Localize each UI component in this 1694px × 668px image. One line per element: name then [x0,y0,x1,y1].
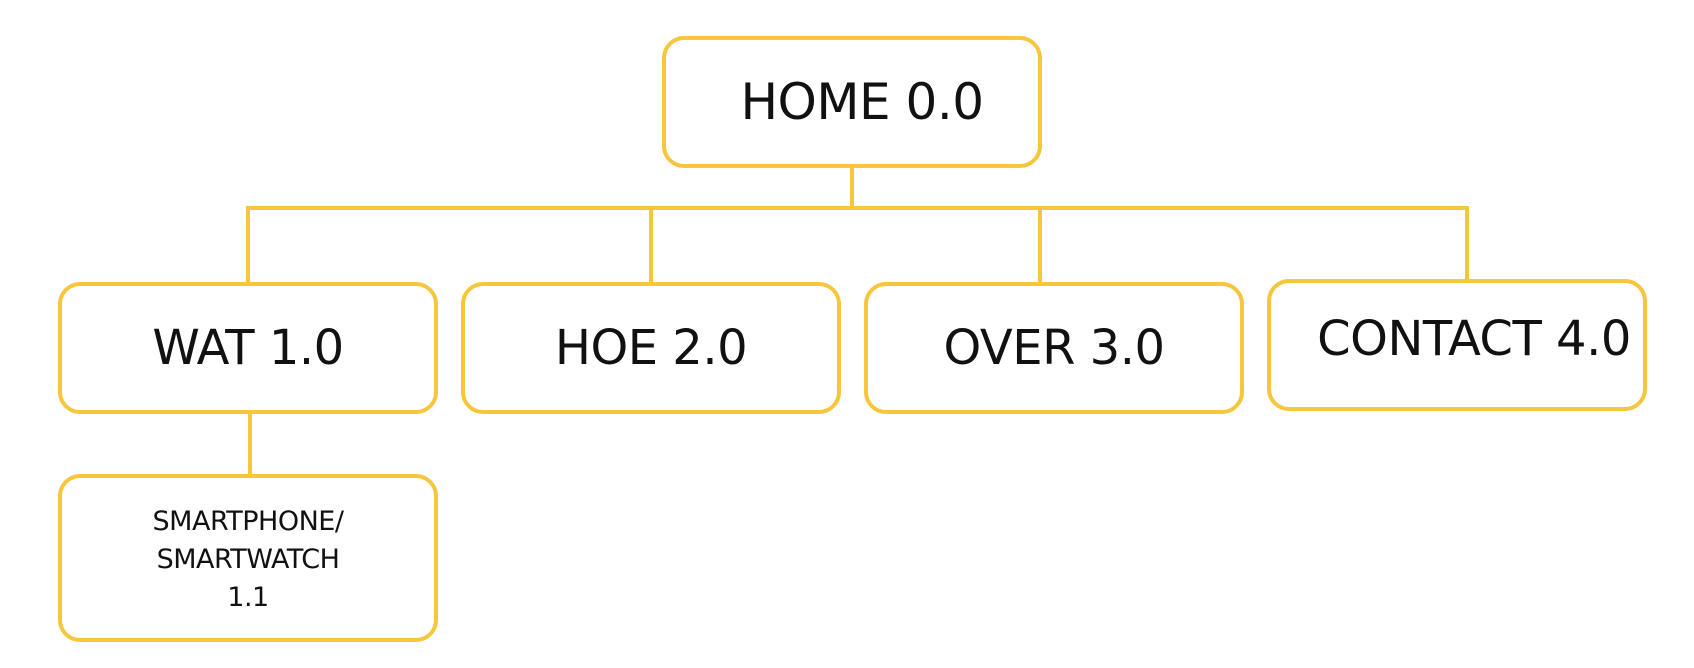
node-hoe: HOE 2.0 [461,282,841,414]
node-over: OVER 3.0 [864,282,1244,414]
node-smartphone-smartwatch: SMARTPHONE/ SMARTWATCH 1.1 [58,474,438,642]
node-hoe-label: HOE 2.0 [554,320,748,376]
node-contact-label: CONTACT 4.0 [1317,311,1631,367]
node-wat: WAT 1.0 [58,282,438,414]
node-home-label: HOME 0.0 [740,73,984,131]
node-wat-label: WAT 1.0 [152,320,344,376]
node-smartphone-smartwatch-label: SMARTPHONE/ SMARTWATCH 1.1 [152,506,344,613]
node-contact: CONTACT 4.0 [1267,279,1647,411]
node-over-label: OVER 3.0 [943,320,1165,376]
node-home: HOME 0.0 [662,36,1042,168]
